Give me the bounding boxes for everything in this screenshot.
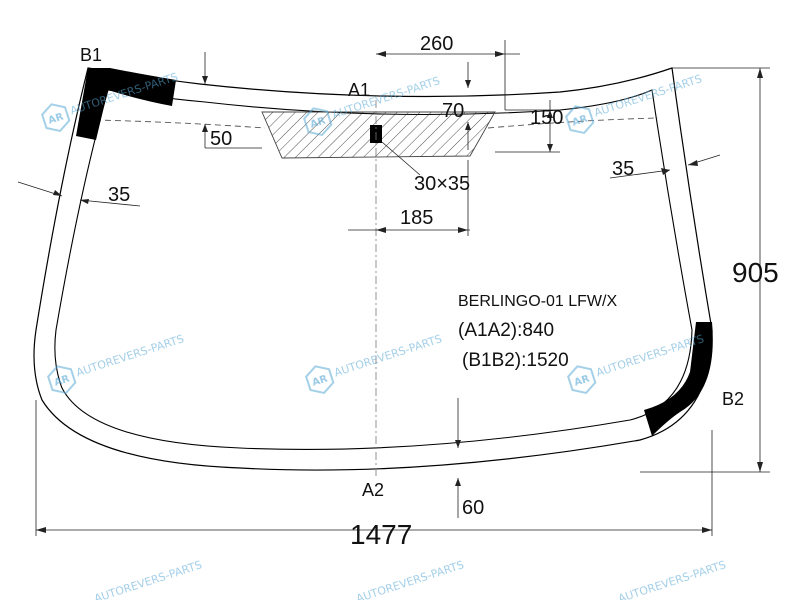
model-b1b2: (B1B2):1520 bbox=[462, 350, 569, 371]
svg-text:AR: AR bbox=[571, 113, 589, 128]
b2-black-corner bbox=[644, 322, 713, 436]
svg-text:AUTOREVERS-PARTS: AUTOREVERS-PARTS bbox=[332, 332, 443, 379]
dim-50: 50 bbox=[210, 128, 232, 150]
model-name: BERLINGO-01 LFW/X bbox=[458, 293, 617, 310]
dim-185: 185 bbox=[400, 207, 433, 229]
dim-35-left: 35 bbox=[108, 184, 130, 206]
dim-35-right: 35 bbox=[612, 158, 634, 180]
point-a2: A2 bbox=[362, 480, 384, 500]
watermark-7: AUTOREVERS-PARTS bbox=[92, 558, 203, 600]
point-b1: B1 bbox=[80, 45, 102, 65]
svg-text:AUTOREVERS-PARTS: AUTOREVERS-PARTS bbox=[92, 558, 203, 600]
b1-black-corner bbox=[76, 68, 176, 140]
svg-text:AUTOREVERS-PARTS: AUTOREVERS-PARTS bbox=[592, 72, 703, 119]
watermark-4: AR AUTOREVERS-PARTS bbox=[47, 332, 186, 395]
svg-text:AR: AR bbox=[573, 373, 591, 388]
dim-1477: 1477 bbox=[350, 519, 412, 550]
point-b2: B2 bbox=[722, 389, 744, 409]
svg-text:AR: AR bbox=[47, 111, 65, 126]
dim-70: 70 bbox=[442, 100, 464, 122]
svg-text:AR: AR bbox=[53, 373, 71, 388]
watermark-9: AUTOREVERS-PARTS bbox=[616, 558, 727, 600]
dim-260: 260 bbox=[420, 33, 453, 55]
model-a1a2: (A1A2):840 bbox=[458, 320, 554, 341]
svg-text:AR: AR bbox=[311, 373, 329, 388]
svg-text:AUTOREVERS-PARTS: AUTOREVERS-PARTS bbox=[616, 558, 727, 600]
glass-outer-outline bbox=[33, 67, 713, 471]
dim-30x35: 30×35 bbox=[414, 173, 470, 195]
svg-text:AUTOREVERS-PARTS: AUTOREVERS-PARTS bbox=[74, 332, 185, 379]
watermark-5: AR AUTOREVERS-PARTS bbox=[305, 332, 444, 395]
frit-dashed-line bbox=[94, 117, 659, 129]
watermark-8: AUTOREVERS-PARTS bbox=[354, 558, 465, 600]
watermark-3: AR AUTOREVERS-PARTS bbox=[565, 72, 704, 135]
svg-text:AUTOREVERS-PARTS: AUTOREVERS-PARTS bbox=[354, 558, 465, 600]
dimension-arrows bbox=[36, 51, 763, 533]
svg-text:AR: AR bbox=[309, 115, 327, 130]
point-a1: A1 bbox=[348, 80, 370, 100]
dim-905: 905 bbox=[732, 257, 779, 288]
dim-60: 60 bbox=[462, 497, 484, 519]
dim-150: 150 bbox=[530, 107, 563, 129]
